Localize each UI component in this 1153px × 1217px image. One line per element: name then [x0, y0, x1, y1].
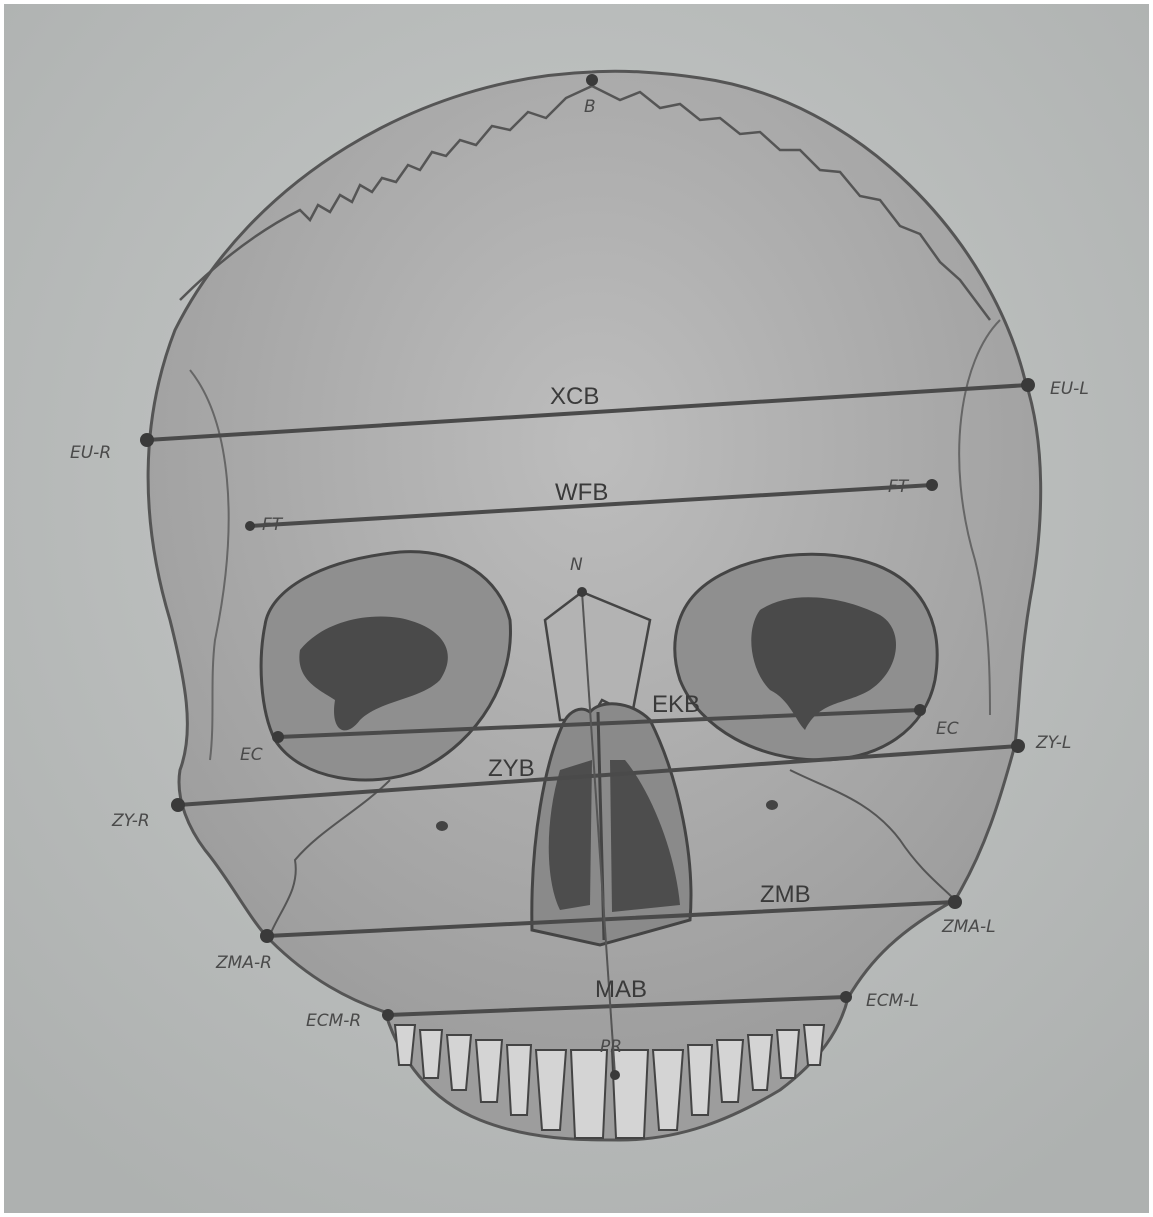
zma-l-label: ZMA-L: [941, 917, 996, 937]
skull-diagram-svg: XCB WFB EKB ZYB ZMB MAB B N EU-R EU-L FT…: [4, 4, 1149, 1213]
ecm-l-label: ECM-L: [866, 991, 919, 1011]
ft-l-point: [926, 479, 938, 491]
n-point: [577, 587, 587, 597]
ecm-l-point: [840, 991, 852, 1003]
b-point: [586, 74, 598, 86]
ec-l-point: [914, 704, 926, 716]
zyb-label: ZYB: [488, 755, 535, 782]
zy-r-label: ZY-R: [111, 811, 150, 831]
n-label: N: [570, 555, 583, 575]
mab-label: MAB: [595, 976, 647, 1003]
eu-r-label: EU-R: [70, 443, 111, 463]
ft-r-label: FT: [262, 515, 284, 535]
ekb-label: EKB: [652, 691, 700, 718]
ecm-r-point: [382, 1009, 394, 1021]
xcb-label: XCB: [550, 383, 599, 410]
eu-r-point: [140, 433, 154, 447]
pr-point: [610, 1070, 620, 1080]
zy-r-point: [171, 798, 185, 812]
ec-l-label: EC: [936, 719, 959, 739]
b-label: B: [584, 97, 596, 117]
infraorbital-foramen-left: [766, 800, 778, 810]
zy-l-point: [1011, 739, 1025, 753]
ft-l-label: FT: [888, 477, 910, 497]
infraorbital-foramen-right: [436, 821, 448, 831]
eu-l-label: EU-L: [1050, 379, 1089, 399]
ec-r-point: [272, 731, 284, 743]
eu-l-point: [1021, 378, 1035, 392]
zma-r-label: ZMA-R: [215, 953, 272, 973]
ft-r-point: [245, 521, 255, 531]
ecm-r-label: ECM-R: [306, 1011, 361, 1031]
ec-r-label: EC: [240, 745, 263, 765]
zma-r-point: [260, 929, 274, 943]
skull-diagram: XCB WFB EKB ZYB ZMB MAB B N EU-R EU-L FT…: [4, 4, 1149, 1213]
zy-l-label: ZY-L: [1035, 733, 1071, 753]
zmb-label: ZMB: [760, 881, 811, 908]
wfb-label: WFB: [555, 479, 608, 506]
pr-label: PR: [600, 1037, 622, 1057]
zma-l-point: [948, 895, 962, 909]
